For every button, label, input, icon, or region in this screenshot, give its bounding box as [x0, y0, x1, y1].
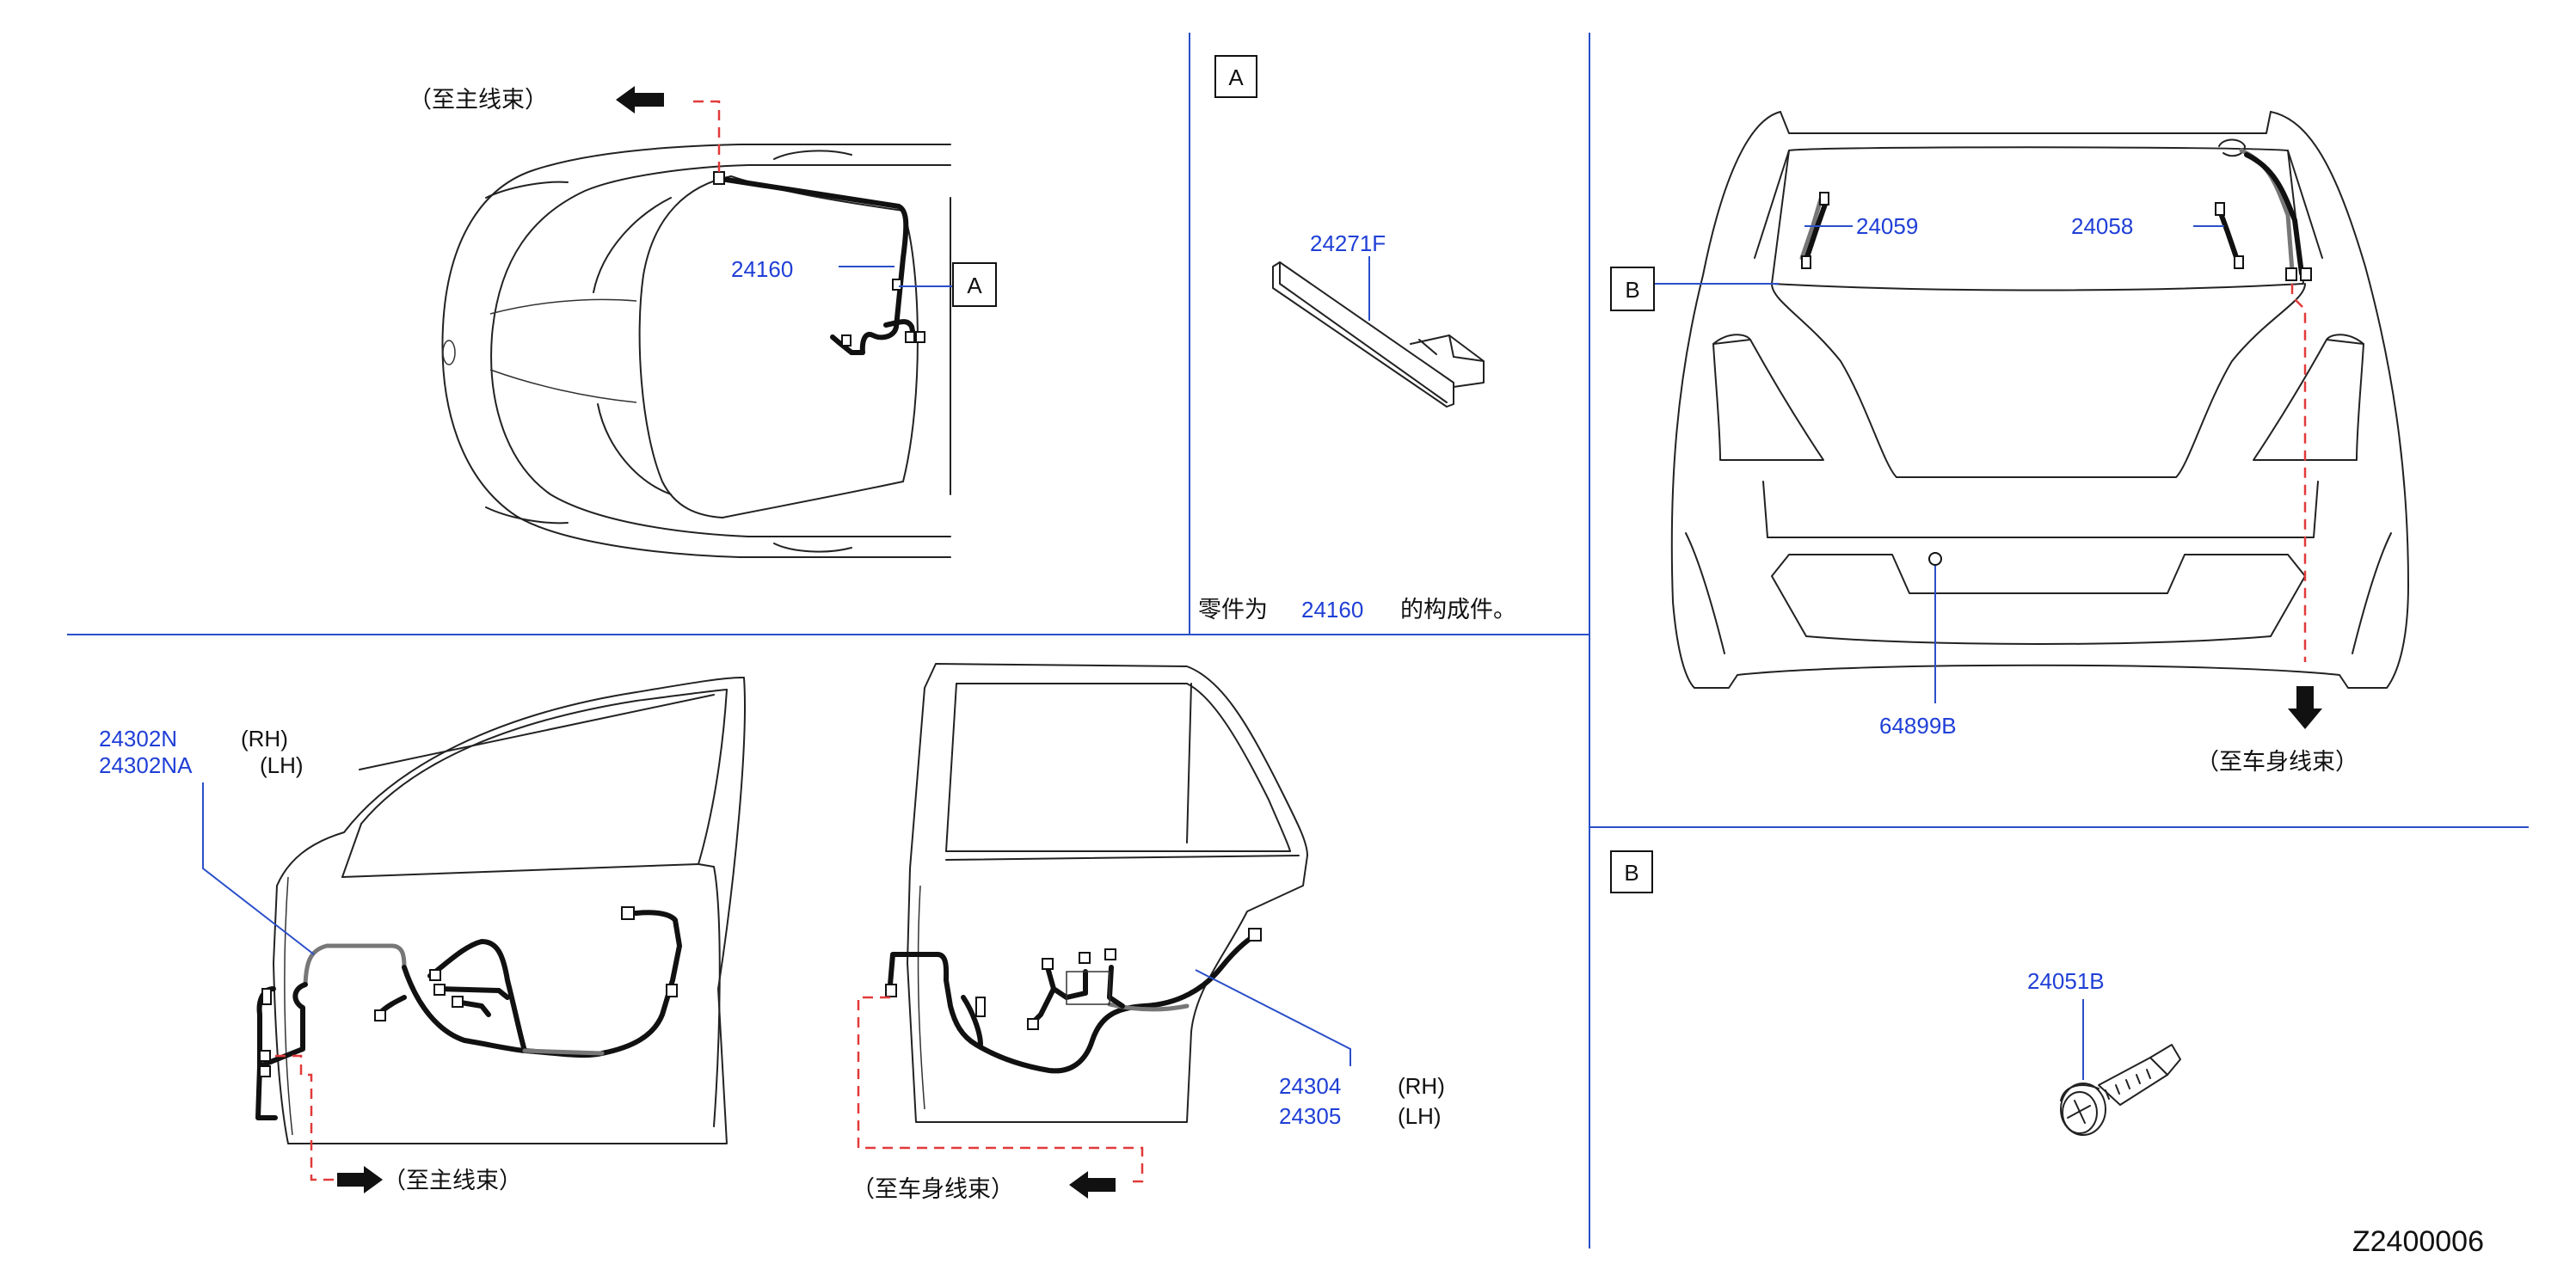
arrow-left-icon [616, 86, 664, 113]
part-label-24271F: 24271F [1310, 230, 1386, 256]
callout-to-main-harness-front-door: （至主线束） [383, 1168, 522, 1194]
panel-dividers [67, 33, 2529, 1248]
side-label-rh-1: (RH) [241, 726, 288, 751]
svg-text:24160: 24160 [1301, 597, 1363, 623]
bolt-24051B-drawing [2060, 1044, 2181, 1136]
arrow-right-icon [337, 1166, 383, 1193]
view-box-b-back: B [1610, 267, 1655, 311]
component-note: 零件为 24160 的构成件。 [1198, 597, 1516, 623]
front-door-view [255, 677, 746, 1181]
bracket-24271F-drawing [1272, 261, 1485, 408]
part-label-24305: 24305 [1279, 1103, 1341, 1129]
arrow-left-icon-rear [1069, 1171, 1116, 1199]
arrow-down-icon [2288, 686, 2322, 729]
part-label-24051B: 24051B [2027, 968, 2105, 994]
svg-text:B: B [1624, 860, 1638, 886]
part-label-24160-top: 24160 [731, 256, 793, 282]
rear-door-view [857, 663, 1308, 1183]
svg-text:零件为: 零件为 [1198, 597, 1268, 623]
svg-text:A: A [1228, 64, 1244, 90]
back-door-view [1670, 111, 2409, 689]
callout-to-body-harness-rear-door: （至车身线束） [851, 1176, 1014, 1203]
part-label-24302N: 24302N [99, 726, 177, 751]
side-label-rh-2: (RH) [1398, 1073, 1445, 1099]
side-label-lh-1: (LH) [260, 752, 304, 778]
view-box-a-detail: A [1214, 55, 1257, 98]
drawing-code: Z2400006 [2352, 1225, 2484, 1258]
callout-to-body-harness-back-door: （至车身线束） [2196, 749, 2358, 776]
part-label-24058: 24058 [2071, 213, 2133, 239]
side-label-lh-2: (LH) [1398, 1103, 1442, 1129]
part-label-24059: 24059 [1856, 213, 1918, 239]
view-box-b-detail: B [1610, 850, 1653, 893]
svg-text:A: A [967, 273, 982, 298]
svg-text:B: B [1625, 277, 1639, 303]
view-box-a-top: A [952, 262, 997, 307]
part-label-24304: 24304 [1279, 1073, 1341, 1099]
callout-to-main-harness-top: （至主线束） [409, 87, 548, 113]
part-label-64899B: 64899B [1879, 713, 1957, 739]
car-top-view [441, 100, 953, 558]
svg-text:的构成件。: 的构成件。 [1400, 597, 1516, 623]
part-label-24302NA: 24302NA [99, 752, 193, 778]
